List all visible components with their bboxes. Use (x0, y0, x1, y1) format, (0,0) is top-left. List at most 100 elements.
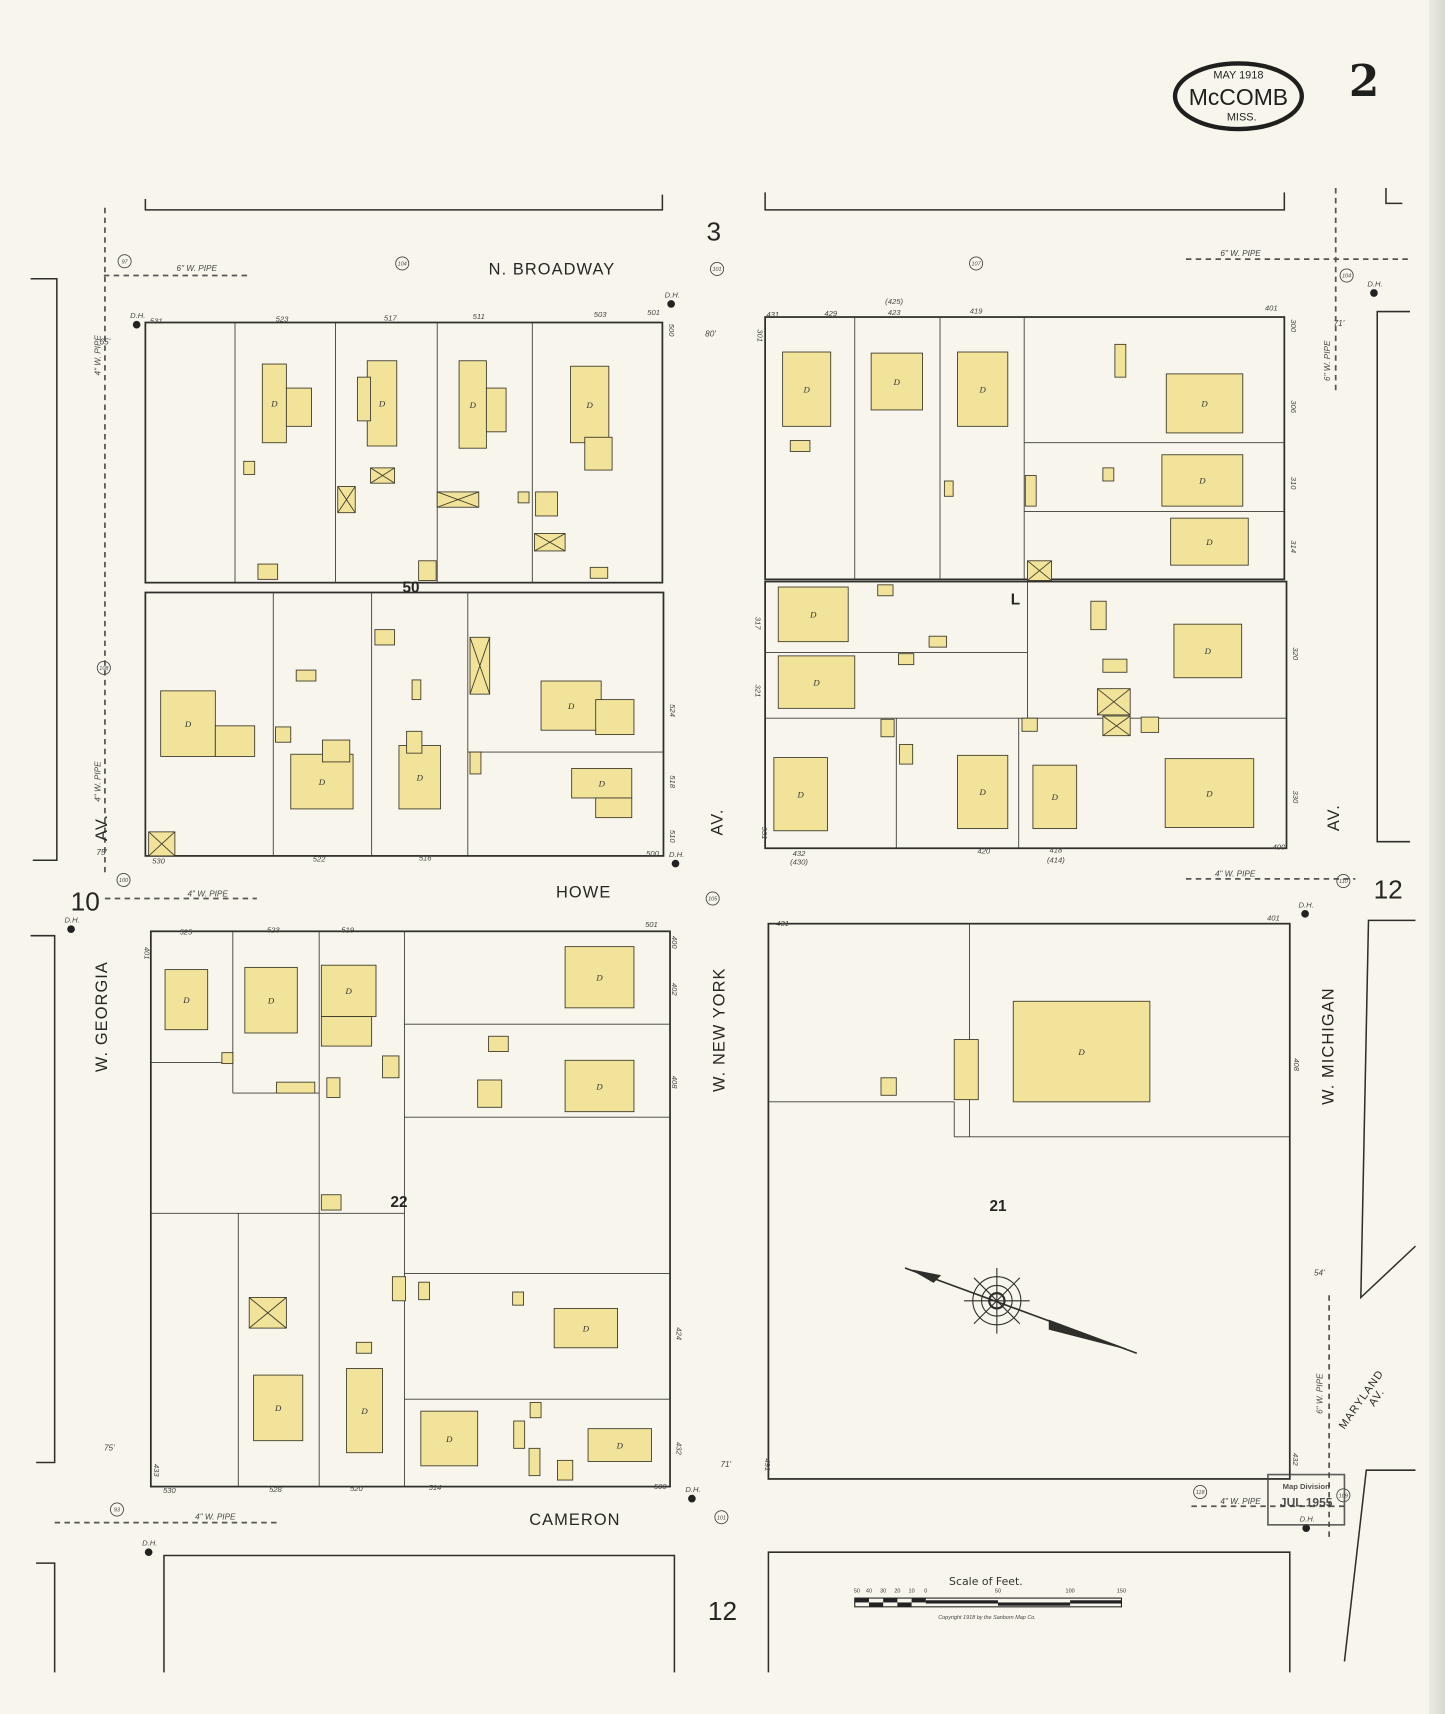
outbuilding (382, 1055, 400, 1079)
street-n-broadway: N. BROADWAY (489, 260, 616, 278)
dwelling: D (420, 1410, 479, 1467)
street-w-georgia: W. GEORGIA (93, 961, 111, 1072)
cartouche-state: MISS. (1227, 111, 1257, 123)
dwelling-label: D (796, 789, 804, 799)
hydrant-label: D.H. (130, 311, 145, 320)
house-number: 517 (384, 313, 397, 322)
house-number: 516 (419, 853, 432, 862)
pipe-label: 6" W. PIPE (1316, 1373, 1325, 1414)
outbuilding-x (1027, 560, 1052, 581)
house-number: 503 (594, 310, 607, 319)
dwelling-label: D (595, 1081, 603, 1091)
hydrant-label: D.H. (1299, 900, 1314, 909)
outbuilding-x (1096, 688, 1131, 716)
outbuilding (517, 491, 530, 504)
street-w-michigan: W. MICHIGAN (1320, 987, 1338, 1105)
house-number: 510 (668, 830, 677, 843)
elevation-value: 93 (114, 1508, 120, 1514)
house-number: (425) (885, 297, 903, 306)
hydrant-label: D.H. (669, 850, 684, 859)
dwelling-label: D (582, 1323, 590, 1333)
house-number: 491 (763, 1458, 772, 1471)
dwelling: D (1164, 758, 1255, 828)
dwelling-label: D (1204, 646, 1212, 656)
dwelling: D (1173, 623, 1243, 679)
hydrant-label: D.H. (1367, 279, 1382, 288)
outbuilding (391, 1276, 406, 1302)
outbuilding-x (370, 467, 396, 484)
elevation-marker: 100 (116, 872, 131, 887)
street-w-michigan-suffix: AV. (1325, 804, 1343, 831)
stamp-line1: Map Division (1283, 1482, 1330, 1491)
outbuilding-x (248, 1297, 287, 1329)
outbuilding (243, 460, 256, 475)
dwelling: D (244, 966, 298, 1034)
scale-title: Scale of Feet. (949, 1575, 1023, 1588)
dwelling: D (782, 351, 832, 427)
dwelling-label: D (445, 1434, 453, 1444)
street-w-new-york: W. NEW YORK (711, 967, 729, 1092)
outbuilding (584, 436, 613, 471)
dwelling: D (366, 360, 398, 447)
dwelling: D (1032, 764, 1078, 830)
fire-hydrant: D.H. (669, 850, 684, 868)
distance-label: 65' (100, 337, 111, 346)
outbuilding-x (148, 831, 176, 857)
distance-label: 75' (96, 848, 107, 857)
outbuilding (285, 387, 312, 427)
block-north-west (144, 321, 664, 584)
house-number: 401 (1267, 913, 1280, 922)
house-number: 320 (1291, 647, 1300, 660)
outbuilding (295, 669, 317, 682)
street-cameron: CAMERON (529, 1511, 620, 1529)
fire-hydrant: D.H. (1299, 900, 1314, 918)
outbuilding-x (534, 533, 566, 552)
outbuilding (477, 1079, 503, 1108)
pipe-label: 4" W. PIPE (94, 335, 103, 376)
hydrant-label: D.H. (665, 290, 680, 299)
outbuilding (535, 491, 558, 517)
outbuilding (469, 751, 482, 775)
outbuilding (595, 699, 635, 736)
elevation-marker: 108 (96, 660, 111, 675)
dwelling-label: D (270, 399, 278, 409)
house-number: 522 (313, 854, 326, 863)
street-howe: HOWE (556, 883, 611, 901)
house-number: 310 (1289, 477, 1298, 490)
dwelling: D (564, 946, 635, 1009)
outbuilding (1114, 343, 1127, 378)
dwelling: D (957, 754, 1009, 830)
house-number: 408 (670, 1076, 679, 1089)
block-number-21: 21 (989, 1198, 1007, 1215)
pipe-label: 4" W. PIPE (187, 889, 228, 898)
title-cartouche: MAY 1918 McCOMB MISS. (1172, 61, 1304, 132)
outbuilding (355, 1341, 373, 1354)
house-number: 423 (888, 308, 901, 317)
dwelling-label: D (378, 399, 386, 409)
outbuilding (557, 1459, 574, 1481)
elevation-value: 105 (708, 897, 718, 903)
outbuilding (411, 679, 422, 701)
house-number: 511 (473, 312, 485, 321)
outbuilding (275, 726, 292, 743)
elevation-value: 109 (1339, 1494, 1348, 1500)
house-number: 424 (675, 1327, 684, 1340)
dwelling: D (777, 586, 849, 643)
outbuilding (898, 653, 915, 666)
elevation-value: 104 (1342, 274, 1351, 280)
outbuilding (322, 739, 351, 763)
dwelling-label: D (274, 1403, 282, 1413)
outbuilding (512, 1291, 525, 1306)
house-number: 523 (276, 314, 289, 323)
elevation-marker: 97 (117, 254, 132, 269)
hydrant-label: D.H. (685, 1485, 700, 1494)
dwelling: D (164, 969, 209, 1031)
house-number: 331 (760, 827, 769, 840)
house-number: 306 (1289, 400, 1298, 413)
dwelling-label: D (595, 973, 603, 983)
outbuilding (953, 1039, 979, 1101)
house-number: 317 (753, 617, 762, 630)
